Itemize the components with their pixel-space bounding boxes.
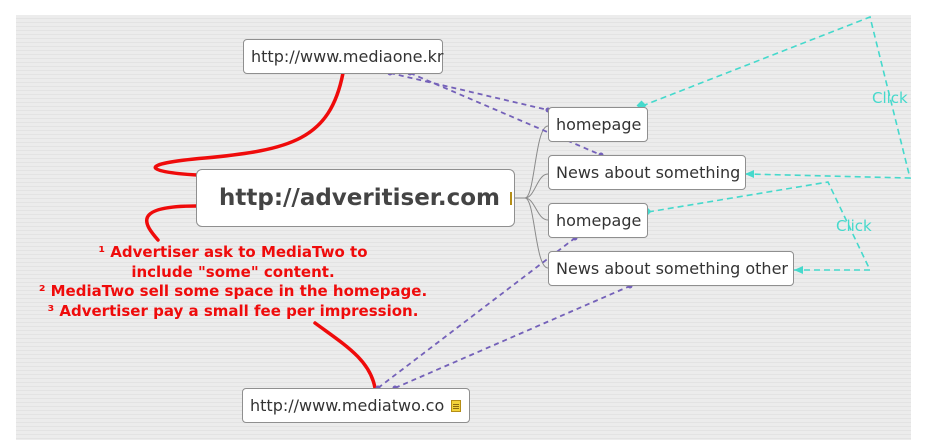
purple-relationship-4 [394, 285, 631, 389]
branch-news-about-something-other[interactable]: News about something other [548, 251, 794, 286]
branch-connector-1 [515, 125, 549, 199]
note-icon[interactable] [510, 191, 512, 205]
topic-label: http://www.mediatwo.co [250, 395, 445, 415]
relationship-annotation: ¹ Advertiser ask to MediaTwo to include … [18, 243, 448, 321]
red-relationship-mediaone [153, 71, 345, 177]
teal-relationships [641, 15, 912, 271]
teal-arrowhead [745, 170, 754, 178]
purple-relationship-1 [389, 72, 549, 111]
topic-mediaone[interactable]: http://www.mediaone.kr [243, 39, 443, 74]
annotation-line: ¹ Advertiser ask to MediaTwo to [98, 243, 368, 261]
teal-arrowhead [794, 266, 803, 274]
branch-label: News about something other [556, 258, 788, 278]
annotation-line: ² MediaTwo sell some space in the homepa… [38, 282, 428, 300]
red-relationship-mediatwo [145, 204, 377, 390]
topic-mediatwo[interactable]: http://www.mediatwo.co [242, 388, 470, 423]
central-topic-label: http://adveritiser.com [219, 185, 500, 211]
branch-label: homepage [556, 114, 642, 134]
branch-homepage-2[interactable]: homepage [548, 203, 648, 238]
annotation-line: ³ Advertiser pay a small fee per impress… [47, 301, 419, 320]
branch-connectors [515, 125, 549, 269]
branch-homepage-1[interactable]: homepage [548, 107, 648, 142]
topic-label: http://www.mediaone.kr [251, 46, 444, 66]
red-relationships [145, 71, 377, 390]
branch-connector-4 [515, 197, 549, 269]
central-topic[interactable]: http://adveritiser.com [196, 169, 515, 227]
click-label: Click [836, 217, 872, 235]
note-icon[interactable] [451, 399, 462, 412]
branch-label: homepage [556, 210, 642, 230]
teal-relationship-2 [647, 181, 872, 271]
branch-label: News about something [556, 162, 741, 182]
teal-relationship-1 [641, 15, 912, 179]
annotation-line: include "some" content. [131, 262, 335, 281]
branch-news-about-something[interactable]: News about something [548, 155, 746, 190]
canvas-background [16, 15, 911, 440]
click-label: Click [872, 89, 908, 107]
